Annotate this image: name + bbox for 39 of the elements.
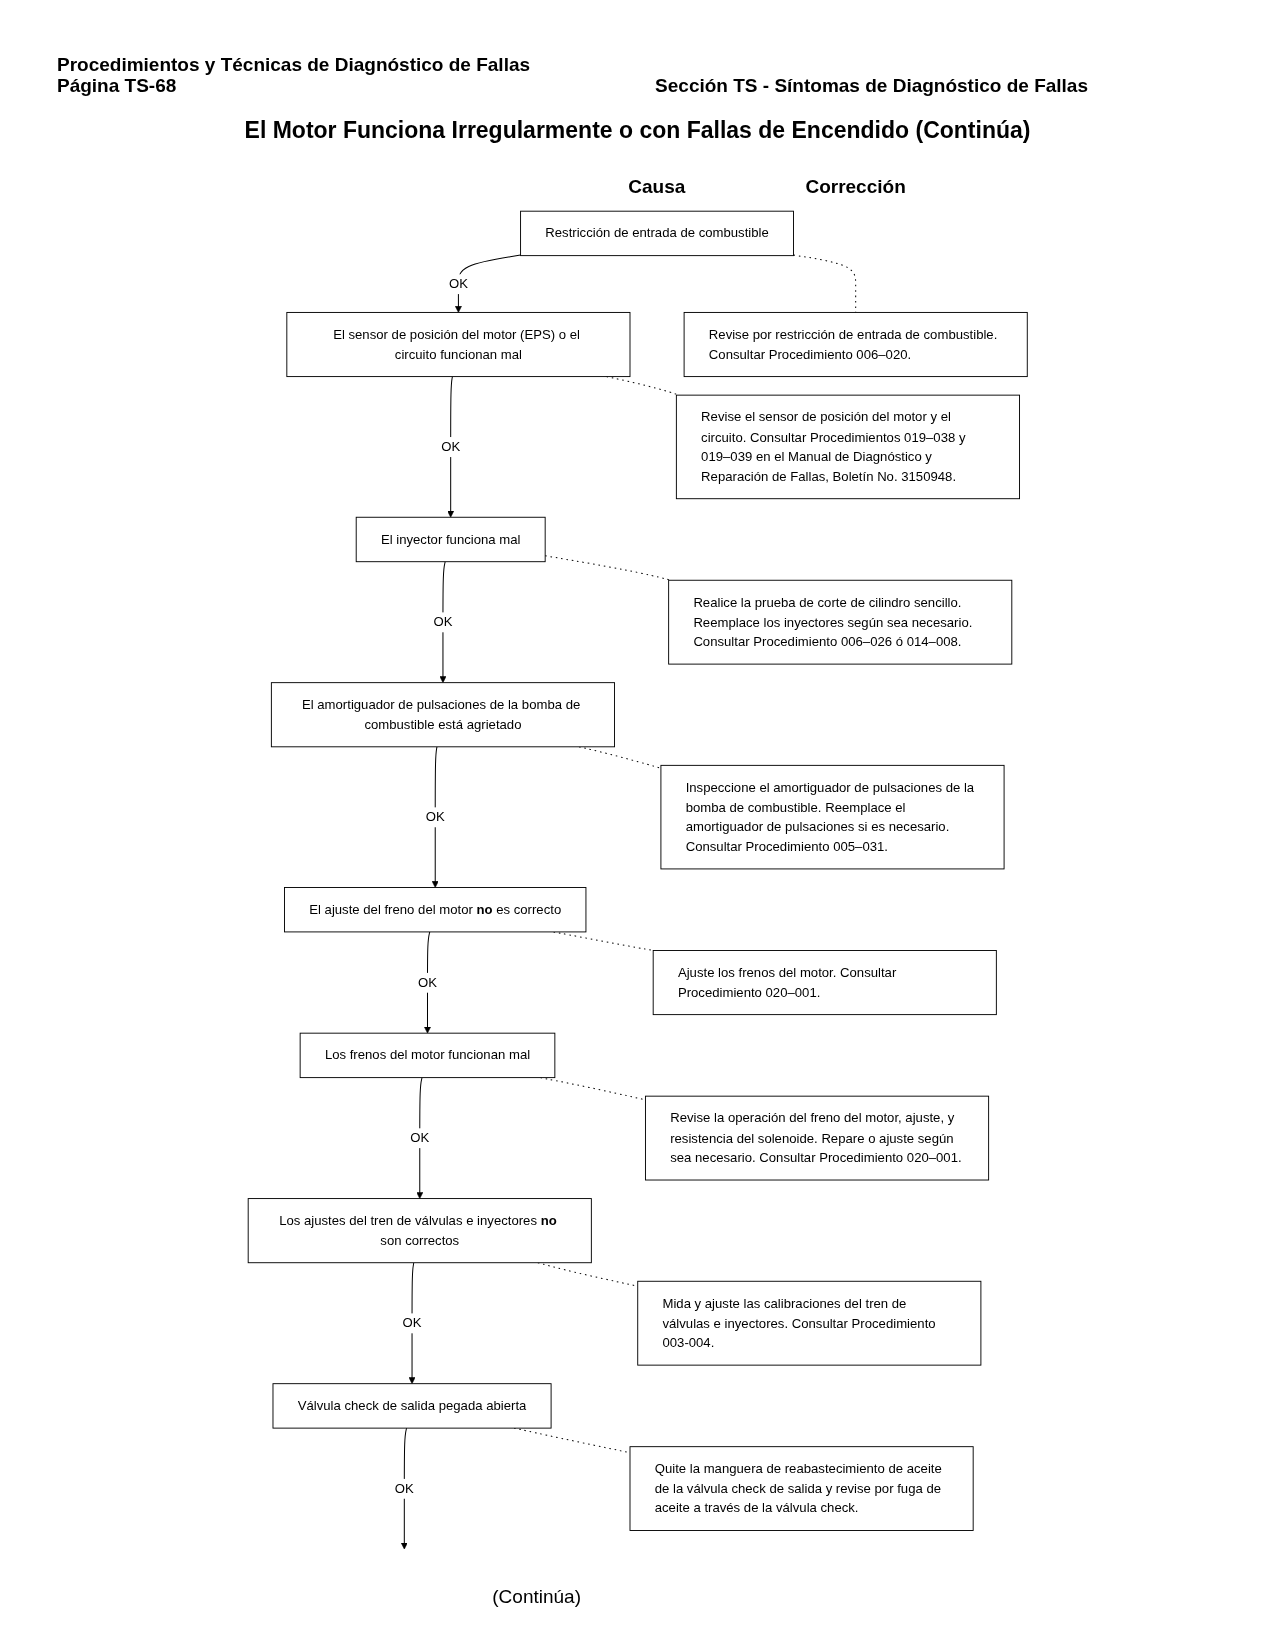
note-text: (Continúa) (492, 1586, 581, 1608)
arrow (431, 746, 439, 888)
node-box: Mida y ajuste las calibraciones del tren de válvulas e inyectores. Consultar Procedimiento 003-004. (637, 1280, 982, 1366)
node-box: Revise por restricción de entrada de combustible. Consultar Procedimiento 006–020. (683, 311, 1028, 378)
edge-label: OK (394, 1481, 414, 1496)
arrow (454, 254, 521, 313)
edge-label: OK (433, 614, 453, 630)
node-box: Válvula check de salida pegada abierta (272, 1383, 552, 1429)
edge-label: OK (417, 975, 437, 990)
column-heading: Corrección (805, 176, 906, 198)
node-box: Ajuste los frenos del motor. Consultar Procedimiento 020–001. (652, 950, 997, 1016)
node-box: Quite la manguera de reabastecimiento de aceite de la válvula check de salida y revise por fuga de aceite a través de la válvula check. (629, 1446, 974, 1531)
arrow (423, 931, 431, 1034)
node-box: Revise la operación del freno del motor, ajuste, y resistencia del solenoide. Repare o ajuste según sea necesario. Consultar Procedimiento 020–001. (644, 1095, 989, 1181)
edge-label: OK (448, 276, 468, 292)
page-header-text: Página TS-68 (57, 75, 177, 96)
page-header-text: Procedimientos y Técnicas de Diagnóstico de Fallas (57, 54, 531, 75)
node-box: Restricción de entrada de combustible (519, 210, 794, 257)
node-box: Inspeccione el amortiguador de pulsaciones de la bomba de combustible. Reemplace el amortiguador de pulsaciones si es necesario. Consultar Procedimiento 005–031. (660, 764, 1005, 870)
node-box: El sensor de posición del motor (EPS) o el circuito funcionan mal (286, 311, 631, 378)
page-header-text: Sección TS - Síntomas de Diagnóstico de Fallas (655, 75, 1088, 96)
edge-label: OK (440, 439, 460, 455)
arrow (439, 561, 447, 683)
page-title: El Motor Funciona Irregularmente o con Fallas de Encendido (Continúa) (243, 116, 1032, 144)
node-box: Los frenos del motor funcionan mal (299, 1032, 556, 1079)
column-heading: Causa (628, 176, 686, 198)
edge-label: OK (410, 1130, 430, 1146)
arrow (400, 1427, 408, 1550)
node-box: Los ajustes del tren de válvulas e inyectores no son correctos (247, 1198, 592, 1264)
arrow (416, 1077, 423, 1199)
arrow (447, 376, 454, 518)
arrow (408, 1262, 416, 1384)
node-box: El amortiguador de pulsaciones de la bomba de combustible está agrietado (270, 682, 615, 748)
node-box: El ajuste del freno del motor no es correcto (283, 887, 587, 933)
edge-label: OK (402, 1315, 422, 1331)
edge-label: OK (425, 809, 445, 825)
node-box: El inyector funciona mal (355, 516, 546, 563)
node-box: Revise el sensor de posición del motor y el circuito. Consultar Procedimientos 019–038 y 019–039 en el Manual de Diagnóstico y Reparación de Fallas, Boletín No. 3150948. (675, 394, 1020, 500)
node-box: Realice la prueba de corte de cilindro sencillo. Reemplace los inyectores según sea necesario. Consultar Procedimiento 006–026 ó 014–008. (667, 579, 1013, 665)
